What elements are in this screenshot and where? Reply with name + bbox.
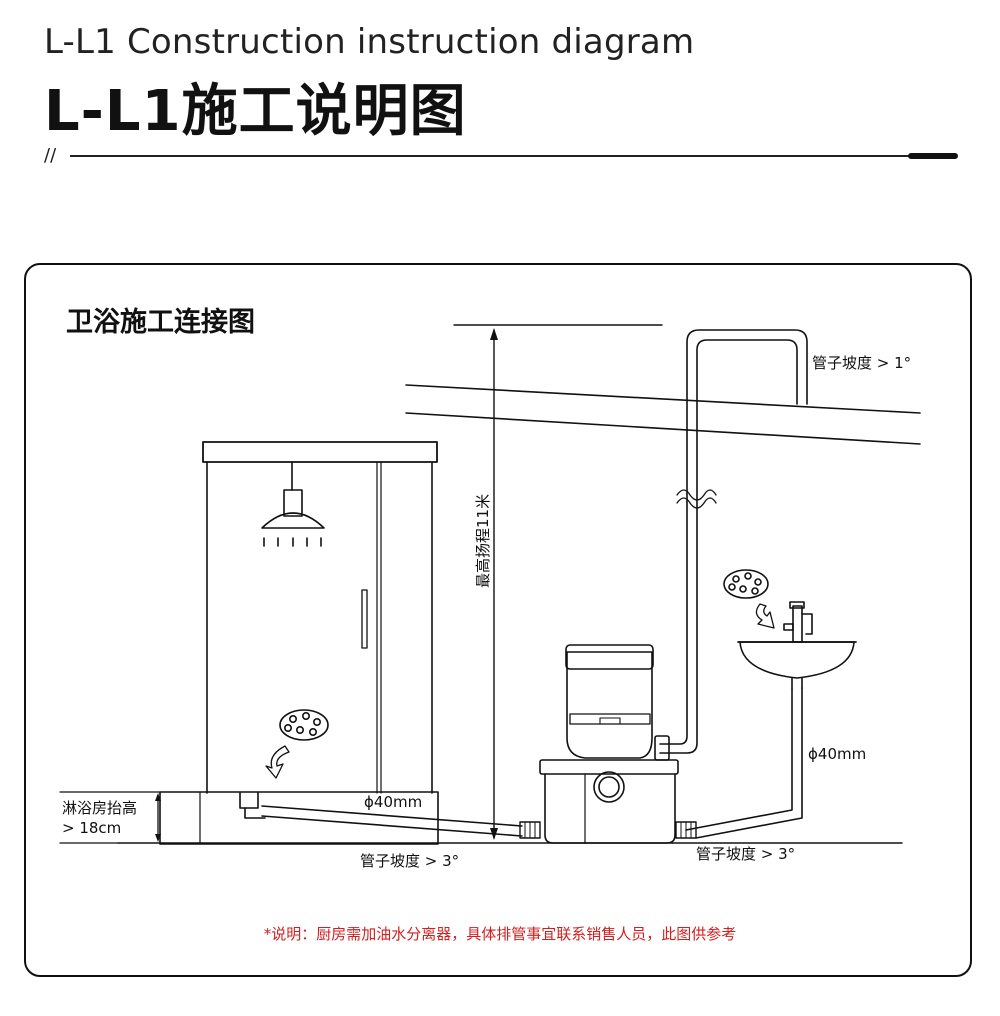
- title-chinese: L-L1施工说明图: [44, 79, 467, 144]
- panel-title: 卫浴施工连接图: [66, 307, 255, 338]
- shower-tray: [159, 791, 439, 845]
- divider-mark: //: [44, 145, 57, 166]
- max-head-label: 最高扬程11米: [474, 493, 492, 588]
- ceiling-line-upper: [405, 384, 921, 414]
- flow-arrow-basin: [755, 603, 775, 629]
- pipe-shower-to-pump: [261, 805, 541, 839]
- pipe-diameter-left-label: ϕ40mm: [364, 793, 423, 811]
- pipe-basin-to-pump: [675, 687, 803, 839]
- pipe-diameter-right-label: ϕ40mm: [808, 745, 867, 763]
- shower-enclosure: [159, 441, 439, 845]
- toilet-icon: [565, 644, 654, 759]
- shower-raise-dimension: [59, 791, 161, 844]
- shower-floor-drain: [239, 792, 259, 809]
- drain-grate-icon-basin: [723, 569, 769, 599]
- discharge-riser-pipe: [654, 329, 808, 761]
- divider-end-bar: [908, 153, 958, 159]
- shower-raise-label-2: > 18cm: [62, 819, 122, 837]
- title-english: L-L1 Construction instruction diagram: [44, 22, 695, 62]
- pipe-break-mark: [676, 489, 717, 501]
- shower-top-frame: [202, 441, 438, 463]
- diagram-panel: [24, 263, 972, 977]
- divider-line: [70, 155, 910, 157]
- shower-door-handle: [361, 589, 368, 649]
- ceiling-line-lower: [405, 412, 921, 445]
- shower-raise-label-1: 淋浴房抬高: [62, 799, 138, 817]
- installation-note: *说明：厨房需加油水分离器，具体排管事宜联系销售人员，此图供参考: [263, 925, 737, 943]
- slope-bottom-right-label: 管子坡度 > 3°: [696, 845, 796, 863]
- shower-head-icon: [261, 461, 325, 547]
- max-head-arrow-up: [490, 328, 498, 340]
- flow-arrow-shower: [265, 745, 290, 779]
- faucet-icon: [783, 601, 813, 643]
- wash-basin-icon: [737, 641, 857, 689]
- slope-bottom-left-label: 管子坡度 > 3°: [360, 852, 460, 870]
- drain-grate-icon-shower: [279, 709, 329, 741]
- pump-unit: [539, 759, 679, 844]
- slope-top-label: 管子坡度 > 1°: [812, 354, 912, 372]
